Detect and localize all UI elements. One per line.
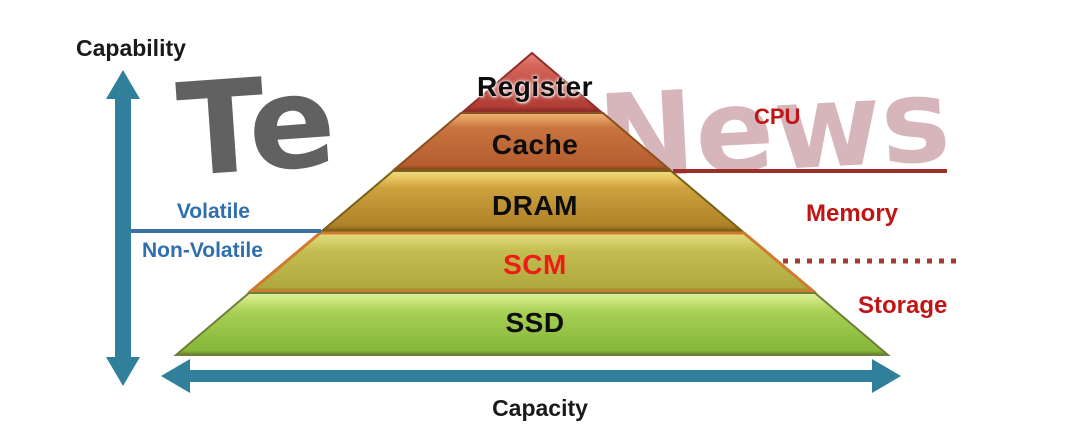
pyramid-layer-dram-shape (319, 170, 745, 232)
pyramid-layer-cache-shape (392, 112, 672, 170)
layer-label-ssd: SSD (505, 307, 565, 338)
capacity-axis-arrow (161, 359, 901, 393)
capability-axis-label: Capability (76, 35, 186, 61)
layer-label-scm: SCM (503, 249, 567, 280)
volatile-label: Volatile (176, 200, 250, 223)
pyramid (173, 51, 891, 356)
storage-label: Storage (858, 292, 948, 319)
memory-label: Memory (806, 200, 899, 227)
cpu-label: CPU (754, 104, 801, 129)
layer-label-register: Register (476, 71, 594, 102)
capacity-axis-label: Capacity (492, 395, 588, 421)
capability-axis-arrow (106, 70, 140, 386)
layer-label-dram: DRAM (492, 190, 578, 221)
non-volatile-label: Non-Volatile (142, 239, 263, 262)
layer-label-cache: Cache (491, 129, 579, 160)
pyramid-layer-scm-shape (246, 231, 818, 293)
pyramid-layer-ssd-shape (173, 292, 891, 356)
pyramid-layer-register-shape (461, 51, 603, 112)
